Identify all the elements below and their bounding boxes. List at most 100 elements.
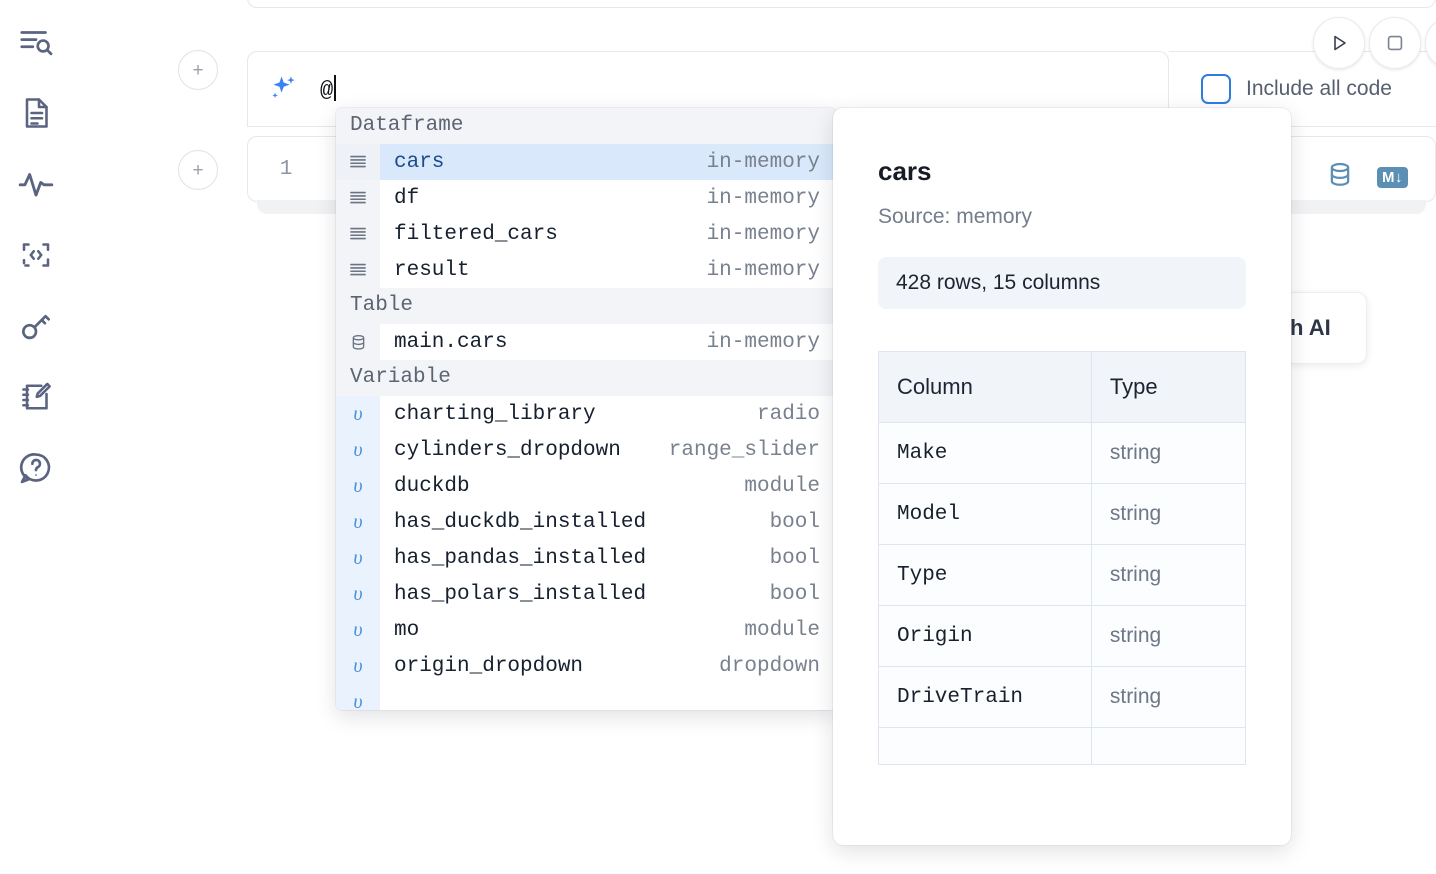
autocomplete-item-label: has_duckdb_installed bbox=[394, 510, 647, 534]
autocomplete-item-type: in-memory bbox=[706, 222, 820, 246]
autocomplete-item-type: bool bbox=[769, 582, 820, 606]
autocomplete-item-label: has_pandas_installed bbox=[394, 546, 647, 570]
autocomplete-item-label: has_polars_installed bbox=[394, 582, 647, 606]
schema-column-type: string bbox=[1090, 483, 1247, 545]
autocomplete-item-type: radio bbox=[756, 402, 820, 426]
detail-title: cars bbox=[878, 156, 932, 186]
variable-icon: υ bbox=[336, 540, 380, 576]
autocomplete-item-type: module bbox=[744, 618, 820, 642]
schema-column-name: Model bbox=[878, 483, 1092, 545]
database-icon bbox=[336, 324, 380, 360]
autocomplete-item-type: module bbox=[744, 474, 820, 498]
variable-icon: υ bbox=[336, 576, 380, 612]
schema-column-name: Type bbox=[878, 544, 1092, 606]
variable-icon: υ bbox=[336, 504, 380, 540]
text-caret bbox=[334, 75, 337, 101]
cell-above[interactable] bbox=[247, 0, 1436, 8]
header-type: Type bbox=[1090, 351, 1247, 423]
activity-icon[interactable] bbox=[10, 158, 62, 210]
variable-icon: υ bbox=[336, 396, 380, 432]
autocomplete-item-label: main.cars bbox=[394, 330, 508, 354]
schema-column-type: string bbox=[1090, 544, 1247, 606]
dataframe-icon bbox=[336, 144, 380, 180]
variable-icon: υ bbox=[336, 648, 380, 684]
autocomplete-item-label: filtered_cars bbox=[394, 222, 558, 246]
cell-action-icons: M↓ bbox=[1325, 160, 1408, 195]
explore-icon[interactable] bbox=[10, 16, 62, 68]
snippets-icon[interactable] bbox=[10, 229, 62, 281]
autocomplete-item-type: in-memory bbox=[706, 150, 820, 174]
autocomplete-item-type: in-memory bbox=[706, 330, 820, 354]
autocomplete-item-label: charting_library bbox=[394, 402, 596, 426]
include-all-code-checkbox[interactable] bbox=[1201, 74, 1231, 104]
schema-column-type bbox=[1090, 727, 1247, 765]
autocomplete-group-header: Dataframe bbox=[336, 108, 836, 144]
run-button[interactable] bbox=[1313, 17, 1365, 69]
variable-icon: υ bbox=[336, 468, 380, 504]
add-cell-button-top[interactable]: + bbox=[178, 50, 218, 90]
autocomplete-item[interactable]: υ charting_library radio bbox=[336, 396, 836, 432]
header-column: Column bbox=[878, 351, 1092, 423]
help-chat-icon[interactable] bbox=[10, 442, 62, 494]
autocomplete-item-type: in-memory bbox=[706, 258, 820, 282]
schema-column-type: string bbox=[1090, 666, 1247, 728]
ai-card-text: h AI bbox=[1290, 315, 1331, 340]
ai-prompt-input[interactable]: @ bbox=[320, 75, 337, 103]
dataframe-icon bbox=[336, 180, 380, 216]
autocomplete-item[interactable]: υ has_duckdb_installed bool bbox=[336, 504, 836, 540]
database-icon[interactable] bbox=[1325, 160, 1355, 195]
dataframe-icon bbox=[336, 216, 380, 252]
autocomplete-item-type: bool bbox=[769, 510, 820, 534]
schema-column-type: string bbox=[1090, 605, 1247, 667]
completion-detail-panel: cars Source: memory 428 rows, 15 columns… bbox=[833, 108, 1291, 845]
autocomplete-item[interactable]: main.cars in-memory bbox=[336, 324, 836, 360]
file-text-icon[interactable] bbox=[10, 87, 62, 139]
ai-suggestion-card[interactable]: h AI bbox=[1285, 292, 1367, 364]
scratchpad-icon[interactable] bbox=[10, 371, 62, 423]
stop-button[interactable] bbox=[1369, 17, 1421, 69]
detail-shape-badge: 428 rows, 15 columns bbox=[878, 257, 1246, 309]
autocomplete-item[interactable]: υ has_polars_installed bool bbox=[336, 576, 836, 612]
autocomplete-item-type: range_slider bbox=[668, 438, 820, 462]
autocomplete-item[interactable]: filtered_cars in-memory bbox=[336, 216, 836, 252]
left-icon-rail bbox=[0, 0, 72, 874]
variable-icon: υ bbox=[336, 432, 380, 468]
schema-column-name: Make bbox=[878, 422, 1092, 484]
autocomplete-group-header: Variable bbox=[336, 360, 836, 396]
detail-source: Source: memory bbox=[878, 205, 1033, 228]
markdown-badge[interactable]: M↓ bbox=[1377, 167, 1408, 188]
autocomplete-item-label: result bbox=[394, 258, 470, 282]
autocomplete-item[interactable]: df in-memory bbox=[336, 180, 836, 216]
autocomplete-item[interactable]: υ bbox=[336, 684, 836, 710]
ai-prompt-value: @ bbox=[320, 78, 334, 103]
autocomplete-item-label: cars bbox=[394, 150, 445, 174]
autocomplete-item-label: cylinders_dropdown bbox=[394, 438, 621, 462]
autocomplete-item[interactable]: result in-memory bbox=[336, 252, 836, 288]
schema-column-name bbox=[878, 727, 1092, 765]
autocomplete-item-type: in-memory bbox=[706, 186, 820, 210]
autocomplete-item-label: duckdb bbox=[394, 474, 470, 498]
autocomplete-item-label: df bbox=[394, 186, 420, 210]
sparkle-ai-icon bbox=[266, 72, 300, 106]
add-cell-button-bottom[interactable]: + bbox=[178, 150, 218, 190]
autocomplete-item[interactable]: cars in-memory bbox=[336, 144, 836, 180]
include-all-code-label: Include all code bbox=[1246, 77, 1392, 100]
secrets-key-icon[interactable] bbox=[10, 300, 62, 352]
autocomplete-group-header: Table bbox=[336, 288, 836, 324]
schema-column-name: Origin bbox=[878, 605, 1092, 667]
variable-icon: υ bbox=[336, 684, 380, 710]
schema-column-type: string bbox=[1090, 422, 1247, 484]
table-row bbox=[878, 727, 1247, 765]
autocomplete-item[interactable]: υ cylinders_dropdown range_slider bbox=[336, 432, 836, 468]
